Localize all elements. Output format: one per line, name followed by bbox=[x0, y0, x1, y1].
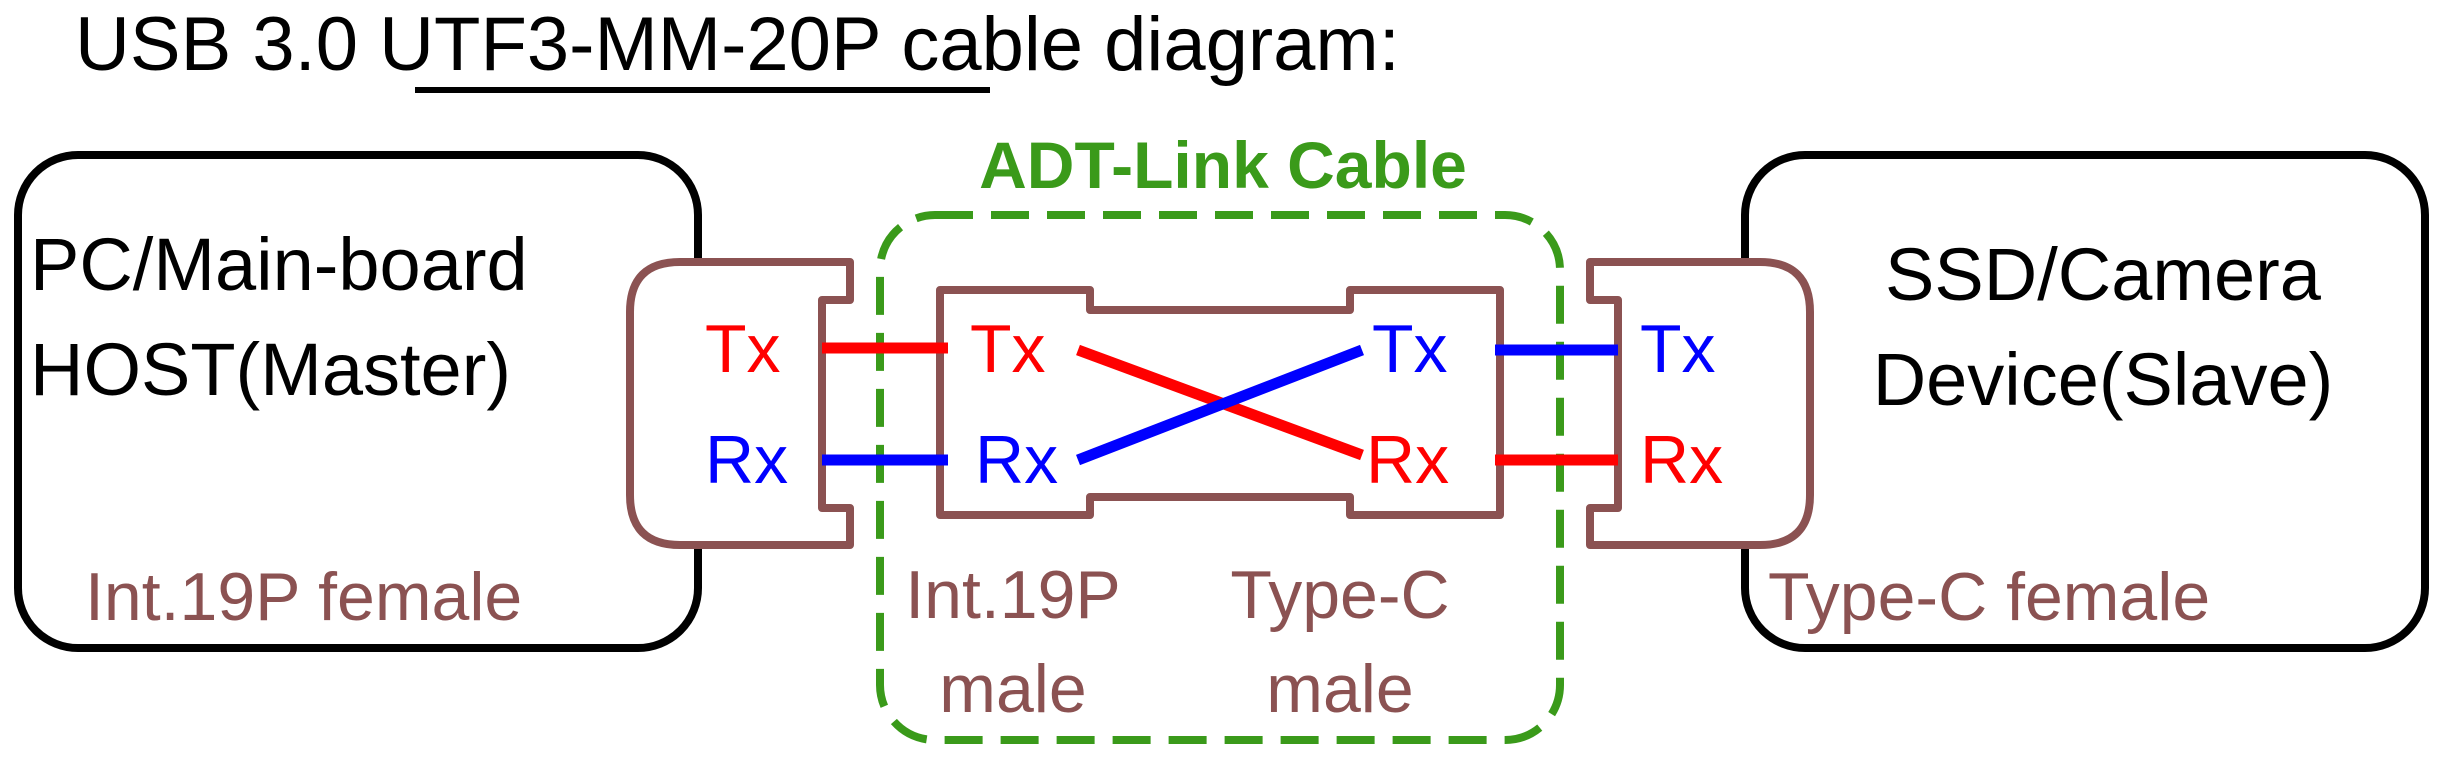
cable-right-pin-tx: Tx bbox=[1372, 311, 1448, 387]
device-pin-rx: Rx bbox=[1640, 422, 1723, 498]
host-female-port bbox=[626, 258, 854, 549]
device-pin-tx: Tx bbox=[1640, 311, 1716, 387]
cable-outline bbox=[876, 211, 1564, 744]
host-line2: HOST(Master) bbox=[30, 328, 511, 411]
cable-right-pin-rx: Rx bbox=[1366, 422, 1449, 498]
device-line2: Device(Slave) bbox=[1873, 338, 2334, 421]
wire-cross-rx-to-tx bbox=[1076, 344, 1364, 466]
cable-right-connector-line2: male bbox=[1266, 651, 1413, 727]
device-port-label: Type-C female bbox=[1768, 559, 2210, 635]
cable-label: ADT-Link Cable bbox=[979, 128, 1467, 202]
host-pin-tx: Tx bbox=[705, 311, 781, 387]
title-prefix: USB 3.0 bbox=[75, 2, 379, 87]
cable-left-connector-line2: male bbox=[939, 651, 1086, 727]
cable-left-connector-line1: Int.19P bbox=[905, 557, 1121, 633]
cable-left-pin-tx: Tx bbox=[970, 311, 1046, 387]
host-line1: PC/Main-board bbox=[30, 223, 528, 306]
host-pin-rx: Rx bbox=[705, 422, 788, 498]
device-female-port bbox=[1586, 258, 1814, 549]
cable-right-connector-line1: Type-C bbox=[1230, 557, 1449, 633]
host-port-label: Int.19P female bbox=[85, 559, 522, 635]
title-suffix: cable diagram: bbox=[880, 2, 1400, 87]
device-line1: SSD/Camera bbox=[1885, 233, 2322, 316]
diagram-title: USB 3.0 UTF3-MM-20P cable diagram: bbox=[75, 2, 1400, 87]
cable-left-pin-rx: Rx bbox=[975, 422, 1058, 498]
title-model: UTF3-MM-20P bbox=[379, 2, 880, 87]
